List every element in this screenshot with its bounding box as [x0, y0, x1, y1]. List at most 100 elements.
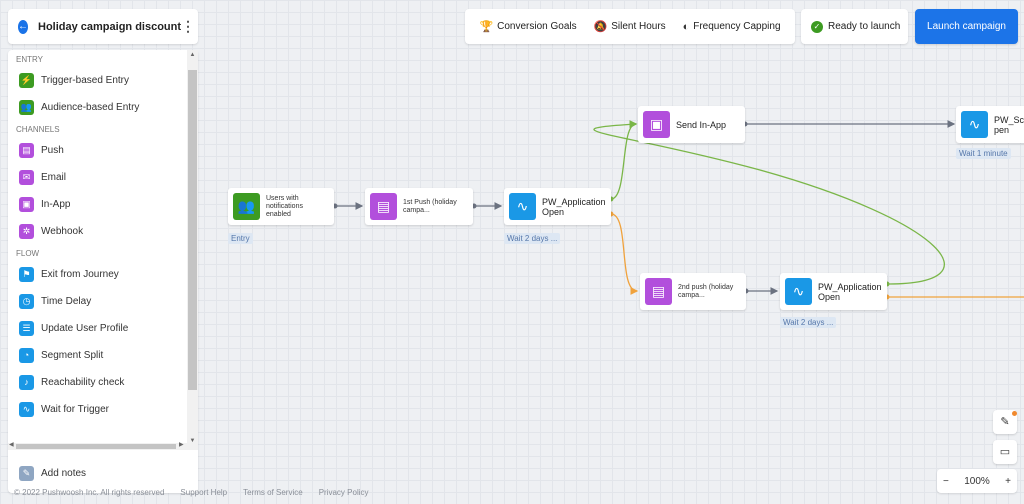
add-notes-button[interactable]: ✎ Add notes — [8, 460, 198, 487]
arrow-left-icon[interactable]: ← — [18, 19, 28, 34]
palette-item-label: Email — [41, 172, 67, 183]
book-icon: ▭ — [999, 446, 1011, 458]
campaign-title-bar: ← Holiday campaign discount ⋮ — [8, 9, 198, 44]
node-second-push[interactable]: ▤ 2nd push (holiday campa... — [640, 273, 746, 310]
palette-item-label: Reachability check — [41, 377, 125, 388]
add-notes-label: Add notes — [41, 468, 87, 479]
palette-item-push[interactable]: ▤ Push — [8, 137, 198, 164]
node-wait-app-open-1[interactable]: ∿ PW_ApplicationOpen — [504, 188, 611, 225]
ready-status[interactable]: ✓ Ready to launch — [801, 9, 908, 44]
zoom-out-button[interactable]: − — [943, 475, 949, 487]
node-send-in-app-label: Send In-App — [676, 119, 727, 130]
copyright-text: © 2022 Pushwoosh Inc. All rights reserve… — [14, 488, 165, 497]
palette-item-label: Exit from Journey — [41, 269, 119, 280]
guide-book-button[interactable]: ▭ — [993, 440, 1017, 464]
page-footer: © 2022 Pushwoosh Inc. All rights reserve… — [14, 488, 369, 497]
node-wait-app-open-2-label: PW_ApplicationOpen — [818, 281, 882, 302]
node-wait-screen-open-tag: Wait 1 minute — [956, 148, 1011, 159]
privacy-link[interactable]: Privacy Policy — [318, 488, 369, 497]
frequency-capping-button[interactable]: ◐ Frequency Capping — [683, 21, 781, 33]
clock-icon: ◷ — [19, 294, 34, 309]
zoom-controls: − 100% + — [937, 469, 1017, 493]
terms-link[interactable]: Terms of Service — [243, 488, 303, 497]
silent-hours-label: Silent Hours — [611, 21, 666, 32]
message-icon: ▤ — [645, 278, 672, 305]
notes-tool-button[interactable]: ✎ — [993, 410, 1017, 434]
frequency-capping-label: Frequency Capping — [693, 21, 781, 32]
node-second-push-label: 2nd push (holiday campa... — [678, 283, 734, 299]
conversion-goals-button[interactable]: 🏆 Conversion Goals — [479, 20, 576, 33]
palette-list[interactable]: ENTRY ⚡ Trigger-based Entry 👥 Audience-b… — [8, 50, 198, 450]
bolt-icon: ⚡ — [19, 73, 34, 88]
note-icon: ✎ — [19, 466, 34, 481]
scroll-right-icon[interactable]: ▶ — [179, 442, 184, 448]
scroll-down-icon[interactable]: ▼ — [189, 438, 196, 444]
support-link[interactable]: Support Help — [180, 488, 228, 497]
palette-item-in-app[interactable]: ▣ In-App — [8, 191, 198, 218]
ready-label: Ready to launch — [828, 21, 901, 32]
node-entry-tag: Entry — [228, 233, 253, 244]
split-icon: ◔ — [19, 348, 34, 363]
scroll-left-icon[interactable]: ◀ — [9, 442, 14, 448]
flag-icon: ⚑ — [19, 267, 34, 282]
palette-item-email[interactable]: ✉ Email — [8, 164, 198, 191]
launch-campaign-button[interactable]: Launch campaign — [915, 9, 1018, 44]
zoom-level: 100% — [964, 475, 990, 487]
palette-horizontal-scrollbar[interactable]: ◀ ▶ — [8, 442, 187, 450]
palette-item-audience-based-entry[interactable]: 👥 Audience-based Entry — [8, 94, 198, 121]
node-wait-app-open-2[interactable]: ∿ PW_ApplicationOpen — [780, 273, 887, 310]
palette-item-label: Audience-based Entry — [41, 102, 140, 113]
palette-item-webhook[interactable]: ✲ Webhook — [8, 218, 198, 245]
edit-note-icon: ✎ — [1000, 416, 1010, 428]
webhook-icon: ✲ — [19, 224, 34, 239]
palette-item-segment-split[interactable]: ◔ Segment Split — [8, 342, 198, 369]
node-entry-label: Users with notifications enabled — [266, 194, 303, 218]
node-wait-app-open-1-tag: Wait 2 days ... — [504, 233, 561, 244]
pulse-icon: ∿ — [509, 193, 536, 220]
gauge-icon: ◐ — [682, 20, 690, 33]
inapp-icon: ▣ — [19, 197, 34, 212]
trophy-icon: 🏆 — [479, 21, 494, 33]
node-wait-screen-open-label: PW_Sc pen — [994, 114, 1024, 135]
palette-item-label: Webhook — [41, 226, 84, 237]
users-icon: 👥 — [19, 100, 34, 115]
bell-off-icon: 🔕 — [593, 21, 608, 33]
node-wait-screen-open[interactable]: ∿ PW_Sc pen — [956, 106, 1024, 143]
palette-item-label: In-App — [41, 199, 71, 210]
palette-item-label: Segment Split — [41, 350, 104, 361]
silent-hours-button[interactable]: 🔕 Silent Hours — [594, 20, 666, 33]
campaign-title[interactable]: Holiday campaign discount — [38, 20, 182, 33]
scrollbar-thumb[interactable] — [188, 70, 197, 390]
scrollbar-thumb[interactable] — [16, 444, 176, 449]
section-flow-title: FLOW — [16, 249, 40, 258]
palette-item-trigger-based-entry[interactable]: ⚡ Trigger-based Entry — [8, 67, 198, 94]
palette-item-label: Trigger-based Entry — [41, 75, 129, 86]
palette-item-time-delay[interactable]: ◷ Time Delay — [8, 288, 198, 315]
more-vertical-icon[interactable]: ⋮ — [181, 18, 195, 34]
zoom-in-button[interactable]: + — [1005, 475, 1011, 487]
message-icon: ▤ — [370, 193, 397, 220]
pulse-icon: ∿ — [785, 278, 812, 305]
palette-item-label: Push — [41, 145, 64, 156]
palette-item-exit-from-journey[interactable]: ⚑ Exit from Journey — [8, 261, 198, 288]
mail-icon: ✉ — [19, 170, 34, 185]
node-wait-app-open-1-label: PW_ApplicationOpen — [542, 196, 606, 217]
campaign-settings-toolbar: 🏆 Conversion Goals 🔕 Silent Hours ◐ Freq… — [465, 9, 795, 44]
palette-item-wait-for-trigger[interactable]: ∿ Wait for Trigger — [8, 396, 198, 423]
section-channels-title: CHANNELS — [16, 125, 60, 134]
check-circle-icon: ✓ — [811, 20, 823, 33]
palette-item-reachability-check[interactable]: ♪ Reachability check — [8, 369, 198, 396]
scroll-up-icon[interactable]: ▲ — [189, 52, 196, 58]
edge-wait1-push2 — [610, 213, 639, 295]
pulse-icon: ∿ — [19, 402, 34, 417]
edge-wait1-inapp — [610, 120, 638, 200]
node-entry[interactable]: 👥 Users with notifications enabled — [228, 188, 334, 225]
node-send-in-app[interactable]: ▣ Send In-App — [638, 106, 745, 143]
palette-vertical-scrollbar[interactable]: ▲ ▼ — [187, 50, 198, 450]
message-icon: ▤ — [19, 143, 34, 158]
section-entry-title: ENTRY — [16, 55, 43, 64]
node-first-push-label: 1st Push (holiday campa... — [403, 198, 457, 214]
conversion-goals-label: Conversion Goals — [497, 21, 577, 32]
palette-item-update-user-profile[interactable]: ☰ Update User Profile — [8, 315, 198, 342]
node-first-push[interactable]: ▤ 1st Push (holiday campa... — [365, 188, 473, 225]
